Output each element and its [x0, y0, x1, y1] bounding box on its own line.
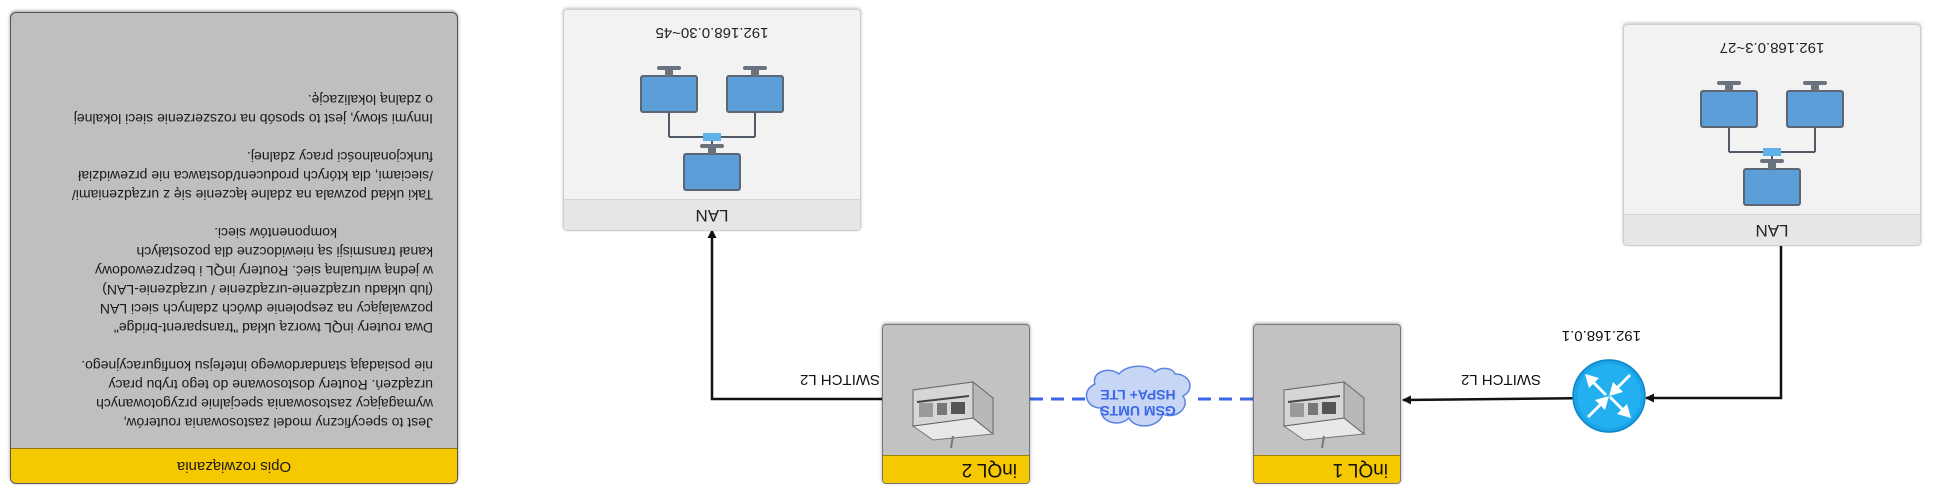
- lan-box-right: LAN 192.168.0.30~45: [563, 9, 861, 231]
- link-gateway-inql1: [1402, 393, 1607, 405]
- panel-title: Opis rozwiązania: [11, 448, 457, 483]
- router-label: inQL 1: [1254, 455, 1400, 483]
- panel-line: (lub układu urządzenie-urządzenie / urzą…: [102, 282, 433, 298]
- cloud-line-2: HSPA+ LTE: [1100, 387, 1176, 403]
- lan-ip-range: 192.168.0.3~27: [1719, 39, 1825, 56]
- cloud-text: GSM UMTS HSPA+ LTE: [1075, 387, 1201, 419]
- computer-group-icon: [640, 66, 784, 191]
- link-lan-left-gateway: [1645, 236, 1786, 403]
- switch-label-right: SWITCH L2: [799, 371, 880, 388]
- lan-label: LAN: [564, 199, 860, 230]
- lan-label: LAN: [1624, 214, 1920, 245]
- panel-line: komponentów sieci.: [214, 225, 337, 241]
- switch-label-left: SWITCH L2: [1460, 371, 1541, 388]
- link-inql2-lan-right: [707, 229, 890, 404]
- panel-line: /sieciami, dla których producent/dostawc…: [78, 168, 433, 184]
- panel-line: nie posiadają standardowego intefejsu ko…: [81, 358, 433, 374]
- lan-ip-range: 192.168.0.30~45: [655, 24, 769, 41]
- panel-body: Jest to specyficzny model zastosowania r…: [11, 90, 457, 448]
- panel-line: Innymi słowy, jest to sposób na rozszerz…: [73, 111, 433, 127]
- panel-line: Jest to specyficzny model zastosowania r…: [123, 415, 433, 431]
- panel-line: pozwalający na zespolenie dwóch zdalnych…: [99, 301, 433, 317]
- gsm-cloud-icon: [1085, 365, 1191, 427]
- panel-line: wymagający zastosowania specjalnie przyg…: [96, 396, 433, 412]
- router-label: inQL 2: [883, 455, 1029, 483]
- description-panel: Opis rozwiązania Jest to specyficzny mod…: [10, 12, 458, 484]
- gateway-router-icon: [1572, 359, 1646, 433]
- panel-line: Dwa routery inQL tworzą układ "transpare…: [113, 320, 433, 336]
- panel-line: o zdalną lokalizację.: [307, 92, 433, 108]
- cloud-line-1: GSM UMTS: [1100, 403, 1176, 419]
- panel-line: w jedną wirtualną sieć. Routery inQL i b…: [95, 263, 433, 279]
- panel-line: kanał transmisji są niewidoczne dla pozo…: [136, 244, 433, 260]
- lan-box-left: LAN 192.16: [1623, 24, 1921, 246]
- panel-line: urządzeń. Routery dostosowane do tego tr…: [108, 377, 433, 393]
- panel-line: funkcjonalności pracy zdalnej.: [247, 149, 433, 165]
- router-device-icon: [911, 380, 995, 449]
- gateway-ip-label: 192.168.0.1: [1561, 327, 1641, 344]
- computer-group-icon: [1700, 81, 1844, 206]
- router-inql1: inQL 1: [1253, 324, 1401, 484]
- router-inql2: inQL 2: [882, 324, 1030, 484]
- router-device-icon: [1282, 380, 1366, 449]
- panel-line: Taki układ pozwala na zdalne łączenie si…: [71, 187, 433, 203]
